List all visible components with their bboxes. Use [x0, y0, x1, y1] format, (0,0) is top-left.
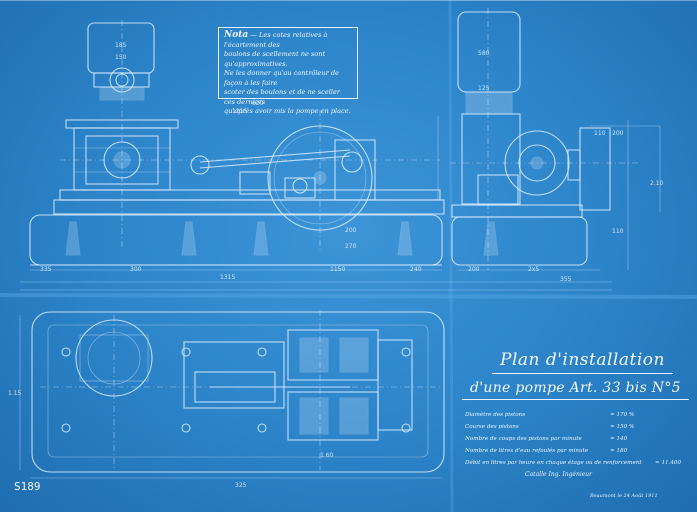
- dimension-label: 1215: [232, 108, 248, 115]
- dimension-label: 620: [252, 100, 264, 107]
- dimension-label: 110: [594, 130, 606, 137]
- dimension-label: 200: [345, 227, 357, 234]
- dimension-label: 1.60: [320, 452, 334, 459]
- spec-row: Course des pistons = 150 %: [465, 424, 634, 430]
- spec-label: Course des pistons: [465, 424, 519, 430]
- dimension-label: 2x5: [528, 266, 540, 273]
- dimension-label: 355: [560, 276, 572, 283]
- note-line: boulons de scellement ne sont qu'approxi…: [224, 50, 326, 68]
- spec-value: = 150 %: [610, 424, 635, 430]
- dimension-label: 270: [345, 243, 357, 250]
- dimension-label: 240: [410, 266, 422, 273]
- drawing-subtitle: d'une pompe Art. 33 bis N°5: [462, 380, 689, 400]
- spec-label: Nombre de coups des pistons par minute: [465, 436, 582, 442]
- sheet-number: S189: [14, 480, 41, 493]
- dimension-label: 580: [478, 50, 490, 57]
- dimension-label: 150: [115, 54, 127, 61]
- date-text: Beaumont le 24 Août 1911: [590, 493, 658, 499]
- spec-label: Diamètre des pistons: [465, 412, 526, 418]
- dimension-label: 200: [468, 266, 480, 273]
- spec-label: Nombre de litres d'eau refoulés par minu…: [465, 448, 589, 454]
- signature: Catalle Ing. Ingénieur: [525, 471, 593, 478]
- dimension-label: 1.15: [8, 390, 22, 397]
- spec-value: = 180: [610, 448, 628, 454]
- spec-label: Débit en litres par heure en chaque étag…: [465, 460, 642, 466]
- spec-row: Diamètre des pistons = 170 %: [465, 412, 634, 418]
- note-line: Les cotes relatives à l'écartement des: [224, 31, 328, 49]
- note-line: qu'après avoir mis la pompe en place.: [224, 107, 351, 115]
- dimension-label: 1150: [330, 266, 346, 273]
- spec-row: Débit en litres par heure en chaque étag…: [465, 460, 681, 466]
- spec-row: Nombre de coups des pistons par minute =…: [465, 436, 627, 442]
- dimension-label: 325: [235, 482, 247, 489]
- note-box: Nota — Les cotes relatives à l'écartemen…: [218, 27, 358, 115]
- spec-row: Nombre de litres d'eau refoulés par minu…: [465, 448, 627, 454]
- spec-value: = 11.400: [655, 460, 682, 466]
- note-line: scoter des boulons et de ne sceller ces …: [224, 88, 341, 106]
- drawing-title: Plan d'installation: [492, 350, 673, 374]
- dimension-label: 110: [612, 228, 624, 235]
- note-header: Nota: [224, 30, 249, 40]
- front-elevation: [20, 20, 612, 291]
- plan-view: [31, 310, 445, 473]
- side-elevation: [450, 8, 640, 270]
- dimension-label: 335: [40, 266, 52, 273]
- dimension-label: 200: [612, 130, 624, 137]
- dimension-label: 2.10: [650, 180, 664, 187]
- dimension-label: 1315: [220, 274, 236, 281]
- dimension-label: 300: [130, 266, 142, 273]
- dimension-label: 125: [478, 85, 490, 92]
- dimension-label: 185: [115, 42, 127, 49]
- note-line: Ne les donner qu'au contrôleur de façon …: [224, 69, 339, 87]
- spec-value: = 170 %: [610, 412, 635, 418]
- spec-value: = 140: [610, 436, 628, 442]
